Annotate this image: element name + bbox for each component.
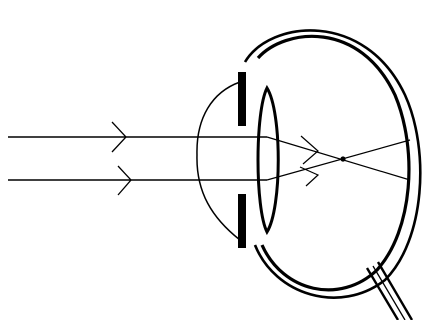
iris-upper xyxy=(238,72,246,126)
optic-nerve xyxy=(367,262,412,320)
sclera-inner xyxy=(258,36,409,290)
cornea xyxy=(197,82,240,240)
lens xyxy=(258,88,278,232)
iris-lower xyxy=(238,194,246,248)
sclera-outer xyxy=(245,30,420,297)
focal-point xyxy=(340,156,345,161)
